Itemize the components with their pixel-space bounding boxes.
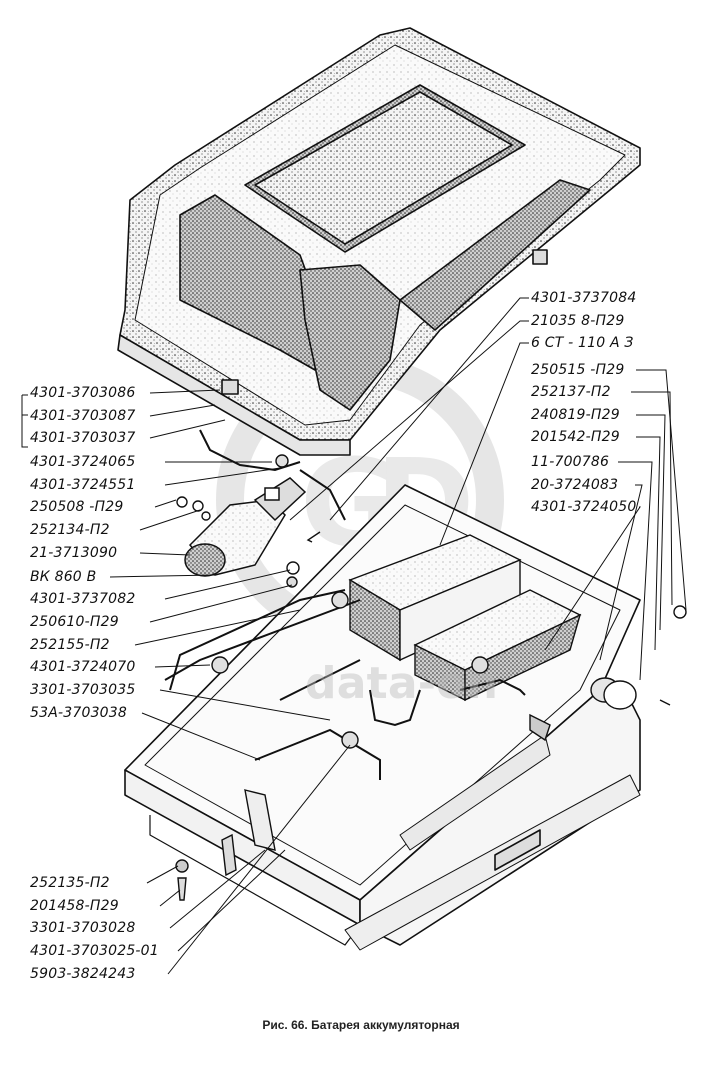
callout-6st-110a3: 6 СТ - 110 А З xyxy=(531,335,634,351)
figure-caption: Рис. 66. Батарея аккумуляторная xyxy=(262,1018,460,1032)
callout-250515-p29: 250515 -П29 xyxy=(531,362,625,378)
callout-53a-3703038: 53А-3703038 xyxy=(30,705,127,721)
callout-4301-3703037: 4301-3703037 xyxy=(30,430,136,446)
callout-252155-p2: 252155-П2 xyxy=(30,637,110,653)
callout-3301-3703035: 3301-3703035 xyxy=(30,682,136,698)
battery-cells xyxy=(348,534,582,702)
cable-clamps xyxy=(211,454,489,749)
callout-250508-p29: 250508 -П29 xyxy=(30,499,124,515)
battery-cables xyxy=(164,429,526,780)
callout-240819-p29: 240819-П29 xyxy=(531,407,620,423)
callout-252135-p2: 252135-П2 xyxy=(30,875,110,891)
callout-4301-3724065: 4301-3724065 xyxy=(30,454,136,470)
callout-11-700786: 11-700786 xyxy=(531,454,610,470)
callout-4301-3737082: 4301-3737082 xyxy=(30,591,136,607)
callout-3301-3703028: 3301-3703028 xyxy=(30,920,136,936)
callout-4301-3724050: 4301-3724050 xyxy=(531,499,637,515)
leader-lines xyxy=(21,297,687,975)
callout-252134-p2: 252134-П2 xyxy=(30,522,110,538)
watermark-text: data-on xyxy=(305,658,499,709)
callout-4301-3703086: 4301-3703086 xyxy=(30,385,136,401)
callout-20-3724083: 20-3724083 xyxy=(531,477,619,493)
callout-4301-3724551: 4301-3724551 xyxy=(30,477,136,493)
callout-4301-3703025-01: 4301-3703025-01 xyxy=(30,943,159,959)
callout-252137-p2: 252137-П2 xyxy=(531,384,611,400)
callout-4301-3724070: 4301-3724070 xyxy=(30,659,136,675)
callout-4301-3703087: 4301-3703087 xyxy=(30,408,136,424)
callout-21-3713090: 21-3713090 xyxy=(30,545,118,561)
callout-vk860v: ВК 860 В xyxy=(30,569,97,585)
callout-4301-3737084: 4301-3737084 xyxy=(531,290,637,306)
callout-250610-p29: 250610-П29 xyxy=(30,614,119,630)
battery-switch-vk860v xyxy=(184,477,307,577)
callout-5903-3824243: 5903-3824243 xyxy=(30,966,136,982)
callout-201458-p29: 201458-П29 xyxy=(30,898,119,914)
battery-cover xyxy=(117,27,641,456)
callout-210358-p29: 21035 8-П29 xyxy=(531,313,625,329)
callout-201542-p29: 201542-П29 xyxy=(531,429,620,445)
terminal-and-hinge xyxy=(221,677,637,877)
